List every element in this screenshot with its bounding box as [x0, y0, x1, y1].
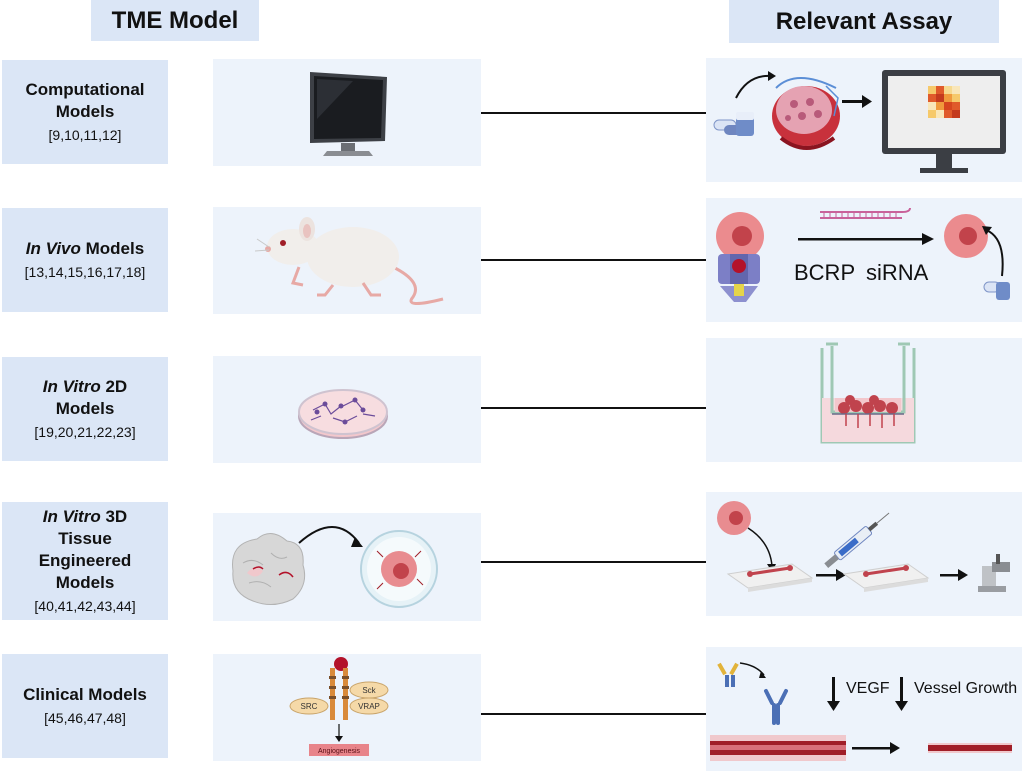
model-panel-in-vivo — [213, 207, 481, 314]
assay-panel-in-vitro-2d — [706, 338, 1022, 462]
drug-tumor-to-computer-heatmap-icon — [713, 70, 1006, 173]
row-title: In Vitro 3D Tissue Engineered Models — [38, 507, 132, 592]
bcrp-sirna-knockdown-icon: BCRP siRNA — [716, 207, 1010, 302]
relevant-assay-header: Relevant Assay — [729, 0, 999, 43]
row-label-clinical: Clinical Models [45,46,47,48] — [2, 654, 168, 758]
assay-panel-in-vivo: BCRP siRNA — [706, 198, 1022, 322]
assay-panel-computational — [706, 58, 1022, 182]
row-title: In Vivo Models — [25, 239, 145, 258]
antibody-vegf-vessel-icon: VEGF Vessel Growth — [710, 662, 1017, 761]
row-label-in-vitro-2d: In Vitro 2D Models [19,20,21,22,23] — [2, 357, 168, 461]
vrap-label: VRAP — [358, 702, 380, 711]
connector-line — [481, 561, 706, 563]
connector-line — [481, 112, 706, 114]
microfluidic-chip-workflow-icon — [717, 501, 1010, 592]
petri-dish-icon — [298, 389, 388, 439]
assay-panel-in-vitro-3d — [706, 492, 1022, 616]
model-panel-in-vitro-3d — [213, 513, 481, 621]
row-refs: [9,10,11,12] — [48, 127, 122, 143]
bcrp-label: BCRP — [794, 260, 855, 285]
src-label: SRC — [301, 702, 318, 711]
assay-panel-clinical: VEGF Vessel Growth — [706, 647, 1022, 771]
row-title: Clinical Models — [23, 685, 147, 704]
model-panel-clinical: SRC Sck VRAP Angiogenesis — [213, 654, 481, 761]
computer-monitor-icon — [310, 72, 387, 156]
connector-line — [481, 259, 706, 261]
connector-line — [481, 407, 706, 409]
mouse-icon — [254, 217, 444, 305]
row-title: In Vitro 2D Models — [42, 377, 128, 418]
connector-line — [481, 713, 706, 715]
row-refs: [19,20,21,22,23] — [34, 424, 136, 440]
sirna-label: siRNA — [866, 260, 929, 285]
row-refs: [40,41,42,43,44] — [34, 598, 136, 614]
row-refs: [13,14,15,16,17,18] — [24, 264, 146, 280]
sck-label: Sck — [362, 686, 376, 695]
tme-model-header: TME Model — [91, 0, 259, 41]
model-panel-in-vitro-2d — [213, 356, 481, 463]
angiogenesis-label: Angiogenesis — [318, 748, 361, 755]
row-title: Computational Models — [25, 80, 145, 121]
vegf-label: VEGF — [846, 680, 890, 697]
row-label-in-vitro-3d: In Vitro 3D Tissue Engineered Models [40… — [2, 502, 168, 620]
signaling-pathway-icon: SRC Sck VRAP Angiogenesis — [289, 657, 389, 756]
vessel-growth-label: Vessel Growth — [914, 680, 1017, 697]
row-label-computational: Computational Models [9,10,11,12] — [2, 60, 168, 164]
row-refs: [45,46,47,48] — [44, 710, 126, 726]
transwell-insert-icon — [820, 342, 916, 444]
row-label-in-vivo: In Vivo Models [13,14,15,16,17,18] — [2, 208, 168, 312]
brain-to-spheroid-icon — [232, 526, 438, 608]
model-panel-computational — [213, 59, 481, 166]
